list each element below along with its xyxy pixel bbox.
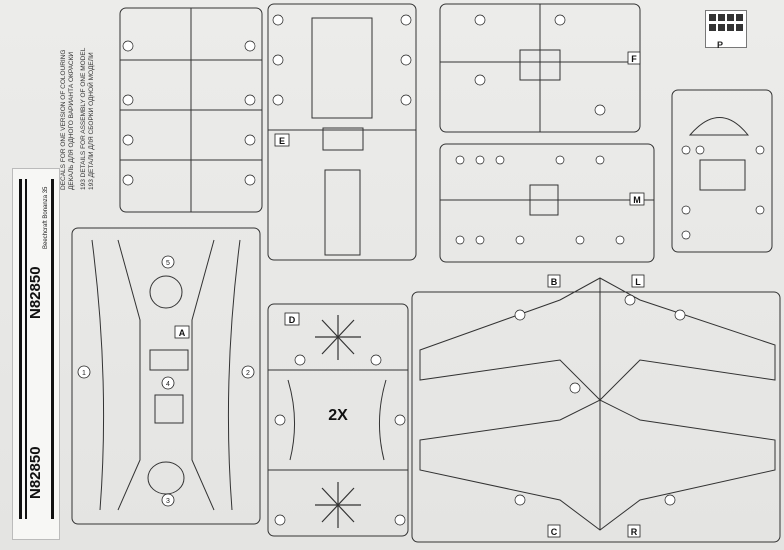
decal-stripe — [19, 179, 22, 519]
sprue-letter-p: P — [717, 40, 724, 50]
decal-sheet: N82850 N82850 Beechcraft Bonanza 35 — [12, 168, 60, 540]
sprue-frame — [671, 89, 773, 253]
part-number: 5 — [166, 260, 170, 267]
sprue-letter-e: E — [279, 136, 285, 146]
paint-legend — [705, 10, 747, 48]
sprue-letter-r: R — [631, 527, 638, 537]
part-number: 4 — [166, 381, 170, 388]
sprue-frame — [267, 303, 409, 537]
part-number: 2 — [246, 370, 250, 377]
sprue-letter-f: F — [631, 54, 637, 64]
decal-stripe — [51, 179, 54, 519]
part-number: 1 — [82, 370, 86, 377]
wing-lower — [419, 399, 776, 531]
sprue-frame — [439, 143, 655, 263]
sprue-letter-c: C — [551, 527, 558, 537]
sprue-letter-a: A — [179, 328, 186, 338]
sprue-frame — [71, 227, 261, 525]
decal-stripe — [25, 179, 27, 519]
wing-upper — [419, 277, 776, 401]
part-number: 3 — [166, 498, 170, 505]
sprue-letter-l: L — [635, 277, 641, 287]
quantity-mark: 2X — [328, 407, 348, 424]
sprue-letter-b: B — [551, 277, 558, 287]
sprue-letter-m: M — [633, 195, 641, 205]
sprue-letter-d: D — [289, 315, 296, 325]
sprue-frame — [267, 3, 417, 261]
